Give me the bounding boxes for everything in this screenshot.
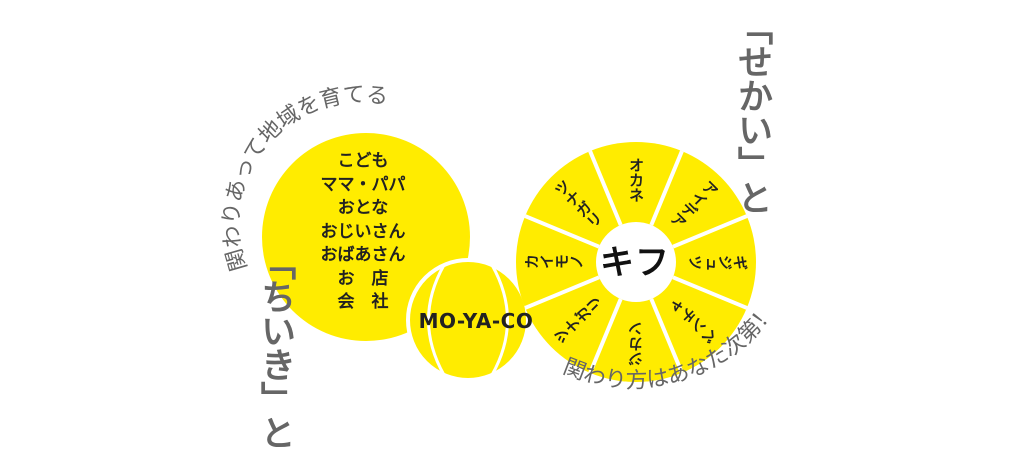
world-spoke-lines bbox=[524, 150, 748, 374]
member-item: おばあさん bbox=[320, 245, 406, 265]
spoke-label: オカネ bbox=[627, 158, 645, 203]
spoke-divider bbox=[524, 275, 600, 310]
spoke-label: ジカン bbox=[627, 322, 645, 367]
member-item: 会 社 bbox=[337, 292, 389, 312]
spoke-label: カイモノ bbox=[524, 253, 584, 271]
moyaco-label: MO-YA-CO bbox=[418, 309, 534, 333]
moyaco-circle bbox=[406, 258, 530, 382]
spoke-divider bbox=[588, 150, 623, 226]
spoke-divider bbox=[524, 214, 600, 249]
moyaco-seam-right bbox=[490, 264, 509, 376]
spoke-divider bbox=[588, 298, 623, 374]
spoke-divider bbox=[649, 298, 684, 374]
gift-hub bbox=[596, 222, 676, 302]
local-members-list: こども ママ・パパ おとな おじいさん おばあさん お 店 会 社 bbox=[288, 150, 438, 315]
spoke-divider bbox=[672, 275, 748, 310]
gift-label: キフ bbox=[600, 243, 670, 283]
member-item: おとな bbox=[337, 198, 389, 218]
local-title: 「ちいき」と bbox=[255, 245, 295, 449]
member-item: お 店 bbox=[337, 268, 389, 289]
moyaco-seam-left bbox=[427, 264, 446, 376]
spoke-label: ギジュツ bbox=[688, 253, 748, 271]
member-item: ママ・パパ bbox=[320, 174, 406, 195]
spoke-divider bbox=[649, 150, 684, 226]
member-item: こども bbox=[337, 151, 389, 171]
world-title: 「せかい」と bbox=[732, 10, 772, 214]
member-item: おじいさん bbox=[320, 221, 406, 242]
spoke-divider bbox=[672, 214, 748, 249]
